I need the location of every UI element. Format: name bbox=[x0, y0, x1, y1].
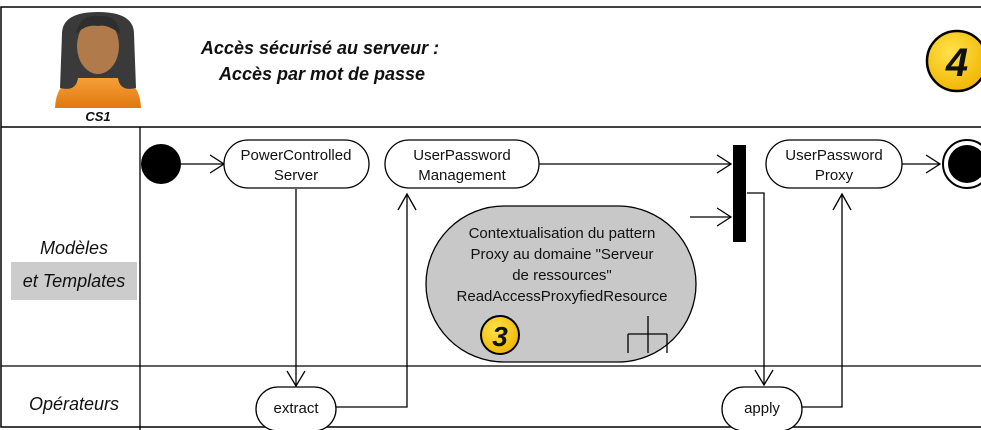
final-node bbox=[942, 139, 981, 189]
diagram-frame bbox=[0, 6, 981, 430]
initial-node bbox=[141, 144, 181, 184]
page-title-line-2: Accès par mot de passe bbox=[218, 64, 425, 84]
svg-text:de ressources": de ressources" bbox=[512, 267, 612, 284]
lane-label-highlight bbox=[11, 262, 137, 300]
action-user-password-proxy: UserPassword Proxy bbox=[765, 139, 903, 189]
svg-text:apply: apply bbox=[744, 400, 780, 417]
svg-text:Proxy: Proxy bbox=[815, 167, 854, 184]
operator-apply: apply bbox=[721, 386, 803, 430]
svg-text:UserPassword: UserPassword bbox=[785, 147, 883, 164]
user-avatar-icon bbox=[55, 12, 141, 108]
svg-text:ReadAccessProxyfiedResource: ReadAccessProxyfiedResource bbox=[457, 288, 668, 305]
fork-subactivity-icon bbox=[627, 316, 668, 353]
svg-text:3: 3 bbox=[492, 321, 508, 352]
action-power-controlled-server: PowerControlled Server bbox=[223, 139, 370, 189]
lane-label-models: Modèles bbox=[40, 238, 108, 258]
step-badge-4: 4 bbox=[925, 29, 981, 93]
actor-label: CS1 bbox=[85, 109, 110, 124]
flow-connectors bbox=[181, 154, 942, 408]
action-user-password-management: UserPassword Management bbox=[384, 139, 540, 189]
svg-text:UserPassword: UserPassword bbox=[413, 147, 511, 164]
page-title-line-1: Accès sécurisé au serveur : bbox=[200, 38, 439, 58]
svg-text:Contextualisation du pattern: Contextualisation du pattern bbox=[469, 225, 656, 242]
svg-text:PowerControlled: PowerControlled bbox=[241, 147, 352, 164]
operator-extract: extract bbox=[255, 386, 337, 430]
svg-text:Management: Management bbox=[418, 167, 506, 184]
svg-text:extract: extract bbox=[273, 400, 319, 417]
svg-text:4: 4 bbox=[945, 41, 968, 85]
fork-bar bbox=[733, 145, 746, 242]
step-badge-3: 3 bbox=[480, 315, 520, 355]
svg-text:Proxy au domaine "Serveur: Proxy au domaine "Serveur bbox=[471, 246, 654, 263]
svg-text:Server: Server bbox=[274, 167, 318, 184]
lane-label-templates: et Templates bbox=[23, 271, 125, 291]
contextualisation-pattern-node: Contextualisation du pattern Proxy au do… bbox=[425, 205, 697, 363]
lane-label-operators: Opérateurs bbox=[29, 394, 119, 414]
